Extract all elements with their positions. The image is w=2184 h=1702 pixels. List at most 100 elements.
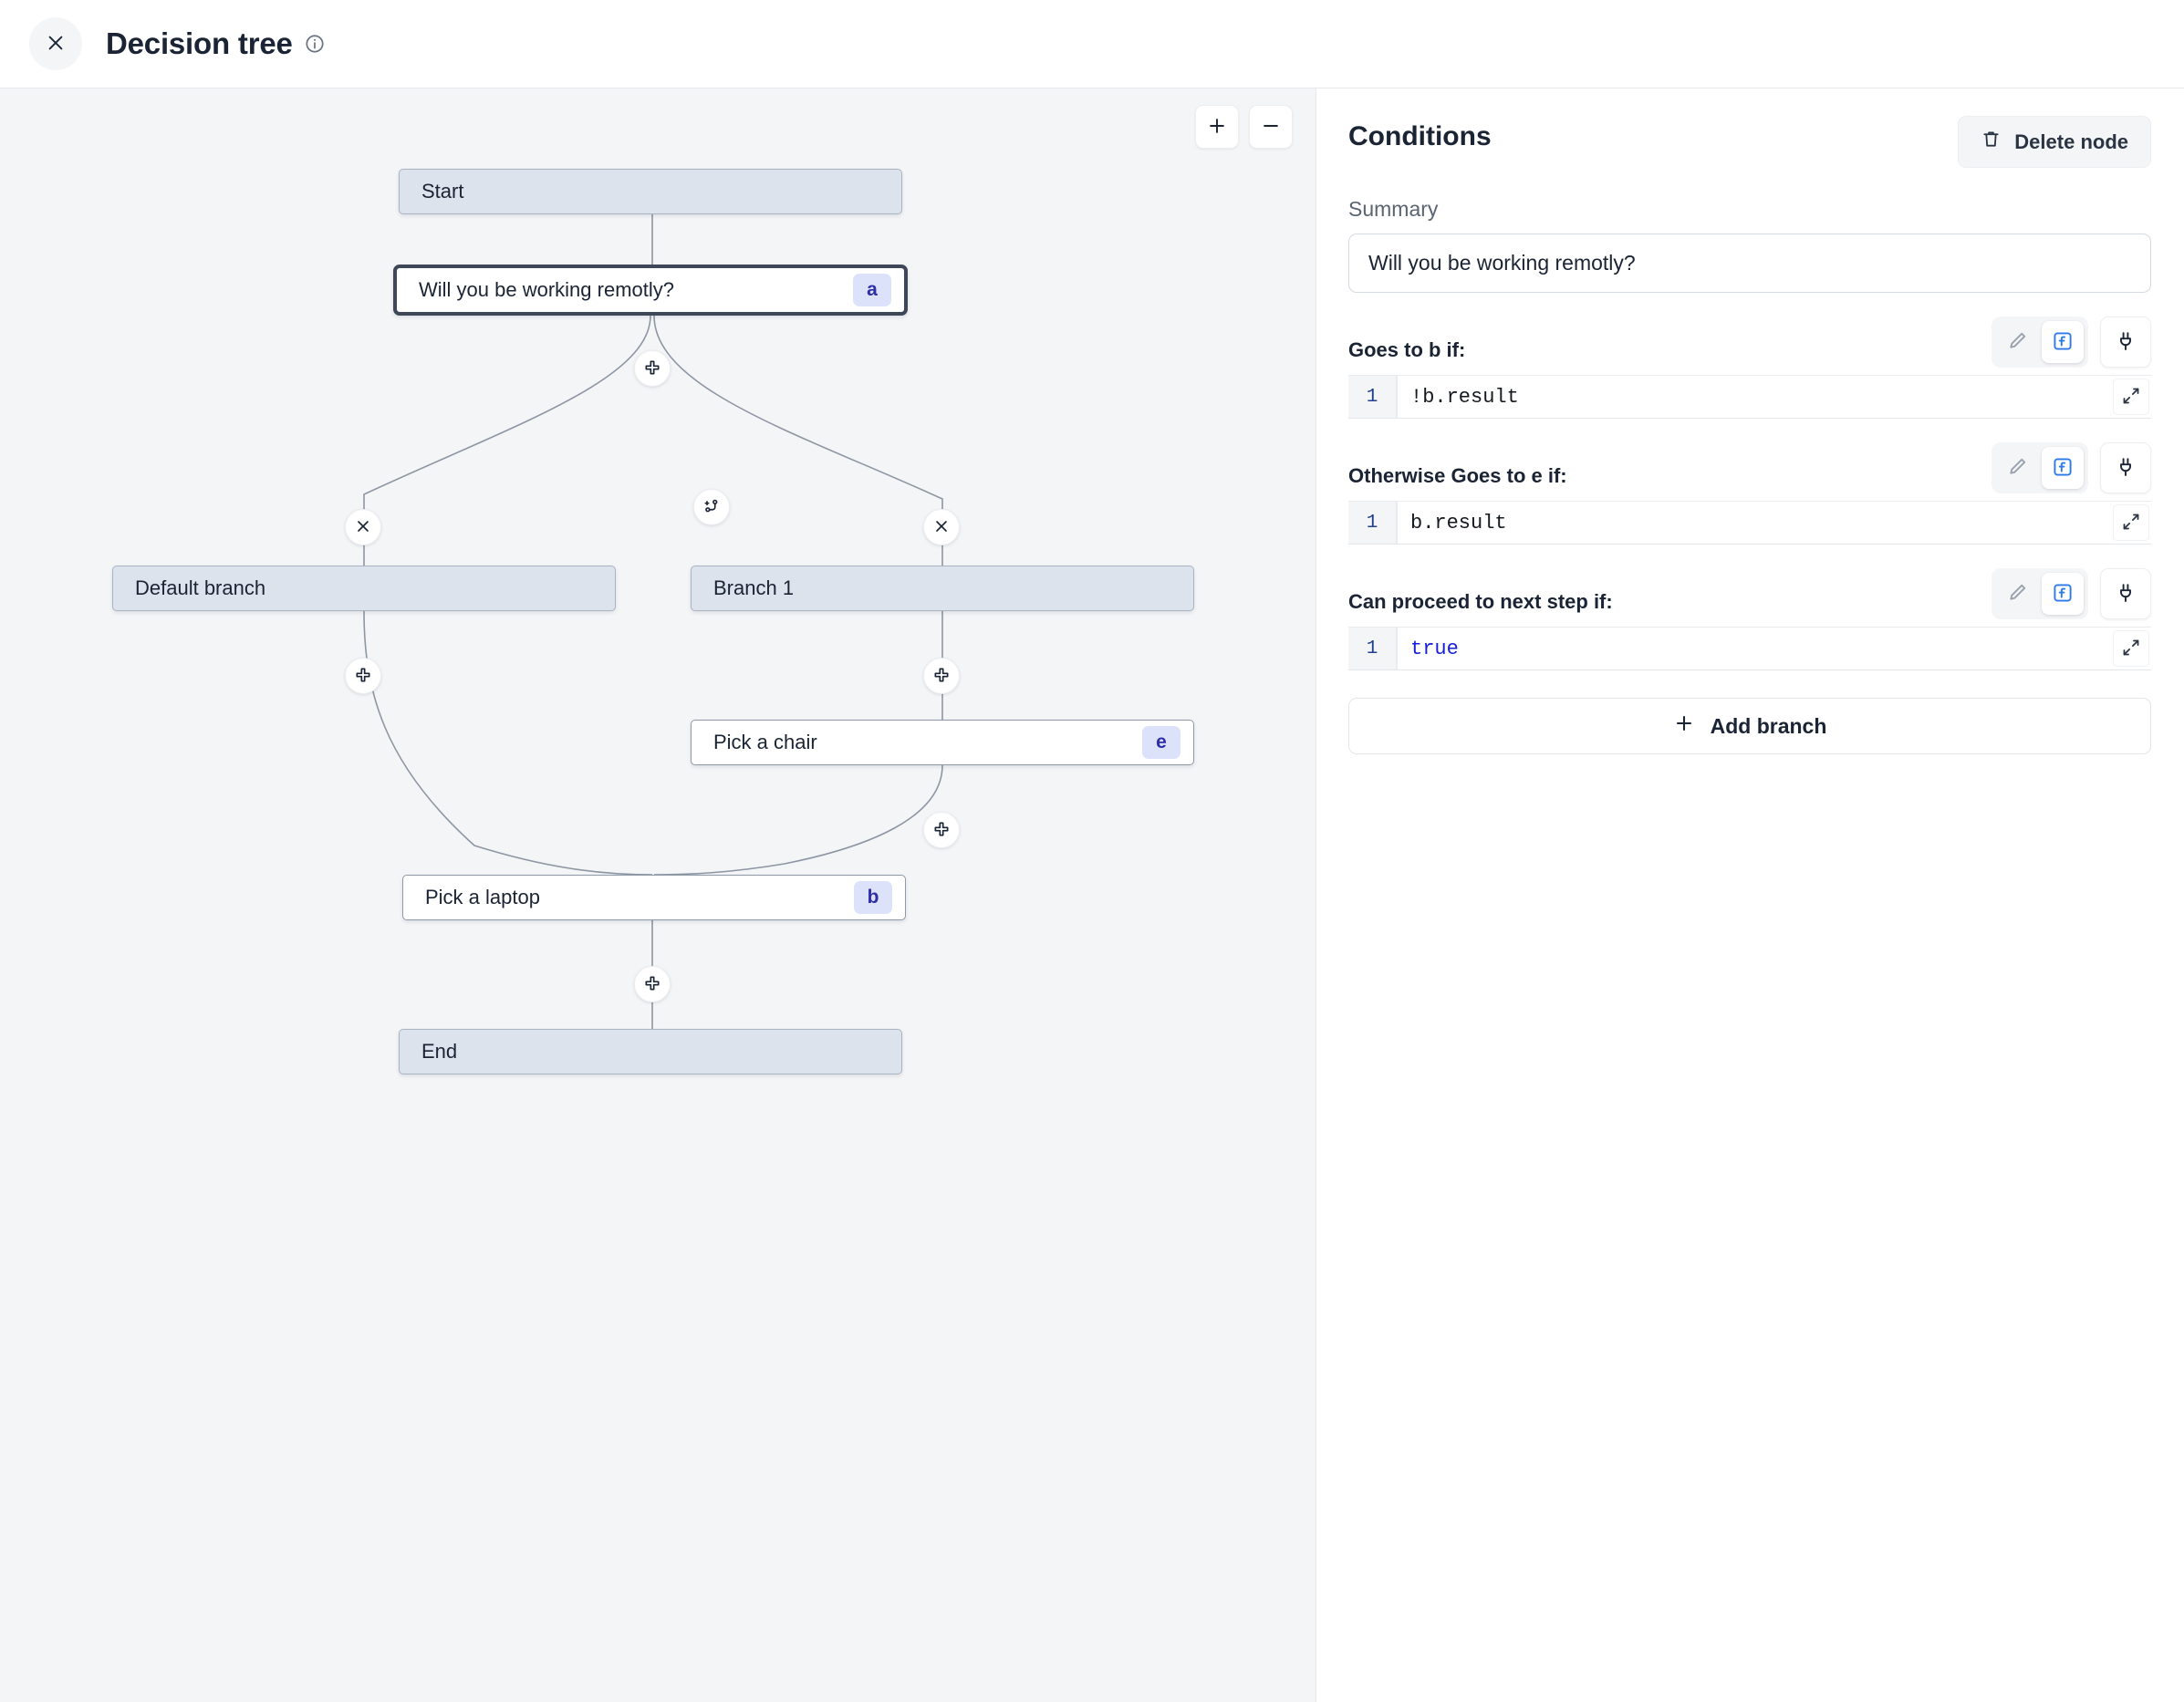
expand-icon [2121,512,2141,534]
pencil-icon [2006,582,2028,607]
pencil-tool-button[interactable] [1996,573,2038,615]
flow-node-end[interactable]: End [399,1029,902,1074]
edge-button-plus[interactable] [923,812,960,848]
plug-icon [2115,330,2137,355]
condition-header: Otherwise Goes to e if: [1348,442,2151,493]
close-button[interactable] [29,17,82,70]
fx-tool-button[interactable] [2042,573,2084,615]
flow-node-badge: e [1142,726,1180,759]
condition-label: Otherwise Goes to e if: [1348,464,1567,487]
plug-tool-button[interactable] [2100,317,2151,368]
minus-icon [1261,116,1281,139]
condition-tools [1992,442,2151,493]
code-content[interactable]: !b.result [1396,376,2151,418]
edge-button-branch-plus[interactable] [693,489,730,525]
edge-button-plus[interactable] [634,350,671,387]
delete-node-label: Delete node [2014,130,2128,153]
flow-node-e[interactable]: Pick a chair e [691,720,1194,765]
plug-icon [2115,456,2137,481]
zoom-controls [1195,105,1293,149]
add-branch-button[interactable]: Add branch [1348,698,2151,754]
flow-node-label: Pick a chair [713,731,817,753]
flow-node-label: Branch 1 [713,576,795,599]
code-content[interactable]: b.result [1396,502,2151,544]
flow-node-badge: a [853,274,891,306]
expand-editor-button[interactable] [2113,630,2149,667]
plug-tool-button[interactable] [2100,442,2151,493]
flow-node-a[interactable]: Will you be working remotly? a [393,265,908,316]
condition-header: Can proceed to next step if: [1348,568,2151,619]
plus-icon [1207,116,1227,139]
edge-button-plus[interactable] [345,658,381,694]
pencil-icon [2006,456,2028,481]
zoom-out-button[interactable] [1249,105,1293,149]
condition-tools [1992,568,2151,619]
condition-label: Goes to b if: [1348,338,1466,361]
plus-icon [643,358,661,379]
add-branch-label: Add branch [1710,713,1827,738]
plug-icon [2115,582,2137,607]
flow-node-label: End [421,1040,458,1063]
close-icon [932,517,951,538]
branch-plus-icon [702,497,721,518]
trash-icon [1981,129,2002,155]
flow-node-start[interactable]: Start [399,169,902,214]
editor-mode-group [1992,442,2088,493]
expand-icon [2121,386,2141,409]
edge-button-close[interactable] [345,509,381,545]
editor-mode-group [1992,317,2088,368]
code-line-number: 1 [1348,502,1396,544]
plus-icon [354,666,372,687]
plus-icon [932,666,951,687]
close-icon [46,33,66,56]
plus-icon [643,974,661,995]
app-header: Decision tree [0,0,2184,88]
info-icon[interactable] [305,34,325,54]
summary-label: Summary [1348,197,1439,221]
fx-tool-button[interactable] [2042,447,2084,489]
plus-icon [1673,712,1695,740]
page-title: Decision tree [106,26,293,60]
fx-icon [2052,456,2074,481]
flow-node-def[interactable]: Default branch [112,566,616,611]
code-content[interactable]: true [1396,628,2151,669]
code-line-number: 1 [1348,376,1396,418]
code-editor[interactable]: 1!b.result [1348,375,2151,419]
flow-node-label: Will you be working remotly? [419,278,674,301]
plug-tool-button[interactable] [2100,568,2151,619]
fx-tool-button[interactable] [2042,321,2084,363]
panel-title: Conditions [1348,121,1492,151]
edge-button-plus[interactable] [923,658,960,694]
expand-editor-button[interactable] [2113,379,2149,415]
editor-mode-group [1992,568,2088,619]
edge-button-plus[interactable] [634,966,671,1002]
edge-button-close[interactable] [923,509,960,545]
plus-icon [932,820,951,841]
flow-node-label: Start [421,180,464,202]
expand-editor-button[interactable] [2113,504,2149,541]
summary-input[interactable] [1348,234,2151,293]
zoom-in-button[interactable] [1195,105,1239,149]
panel-header: Conditions Delete node [1348,116,2151,168]
pencil-tool-button[interactable] [1996,321,2038,363]
condition-label: Can proceed to next step if: [1348,590,1613,613]
pencil-tool-button[interactable] [1996,447,2038,489]
flow-node-label: Pick a laptop [425,886,540,908]
conditions-panel: Conditions Delete node Summary Goes to b… [1316,88,2183,1702]
delete-node-button[interactable]: Delete node [1958,116,2151,168]
flow-node-br1[interactable]: Branch 1 [691,566,1194,611]
condition-tools [1992,317,2151,368]
code-line-number: 1 [1348,628,1396,669]
flow-node-label: Default branch [135,576,266,599]
condition-block: Goes to b if: 1!b.result [1348,317,2151,419]
expand-icon [2121,638,2141,660]
condition-header: Goes to b if: [1348,317,2151,368]
